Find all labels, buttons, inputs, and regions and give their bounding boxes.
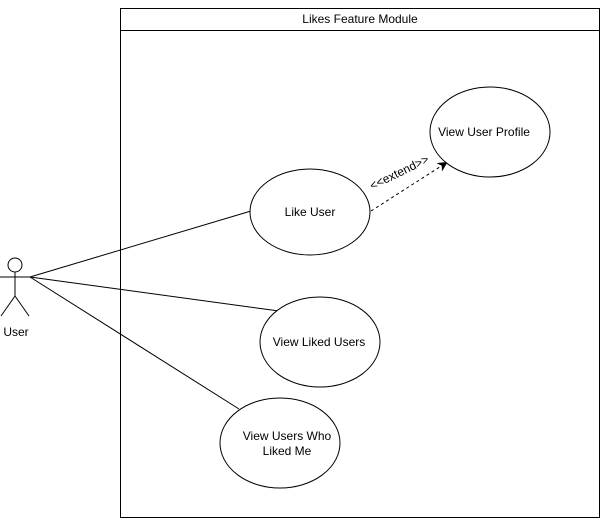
association-line-view-liked-users xyxy=(29,276,280,312)
use-case-label-line-2: Liked Me xyxy=(263,444,312,458)
use-case-view-liked-users: View Liked Users xyxy=(259,296,381,388)
actor-label: User xyxy=(3,325,28,339)
system-boundary: Likes Feature Module xyxy=(120,8,600,518)
actor-user xyxy=(0,257,30,317)
actor-head xyxy=(7,257,23,273)
use-case-label: Like User xyxy=(285,205,336,219)
association-line-view-users-who-liked-me xyxy=(29,276,240,410)
use-case-like-user: Like User xyxy=(249,168,371,256)
actor-right-leg xyxy=(14,295,30,317)
actor-left-leg xyxy=(0,295,16,317)
use-case-label: View User Profile xyxy=(438,125,530,139)
use-case-view-user-profile: View User Profile xyxy=(429,86,551,178)
use-case-view-users-who-liked-me: View Users Who Liked Me xyxy=(219,397,341,489)
association-line-like-user xyxy=(29,210,252,278)
system-boundary-title: Likes Feature Module xyxy=(302,12,418,26)
use-case-label: View Liked Users xyxy=(273,335,365,349)
use-case-label-line-1: View Users Who xyxy=(243,429,332,443)
extend-arrow xyxy=(370,161,448,212)
